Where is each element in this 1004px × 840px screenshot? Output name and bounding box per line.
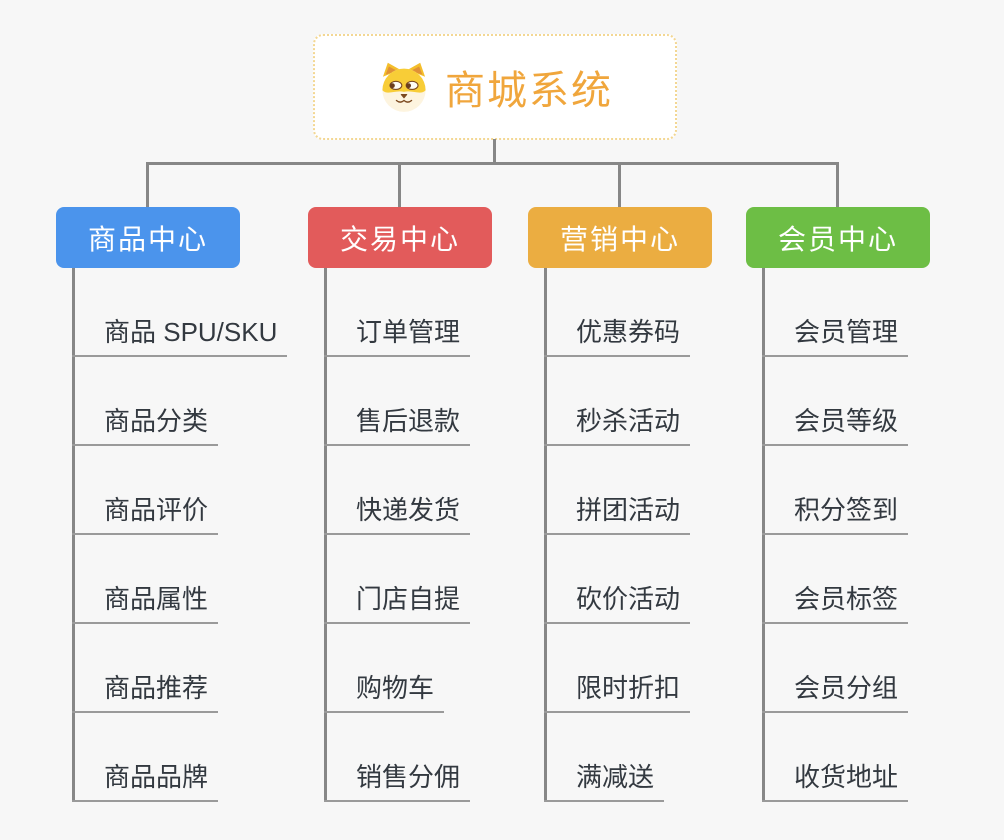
branch-node-member-center[interactable]: 会员中心 [746, 207, 930, 268]
mindmap-leaf-node[interactable]: 商品品牌 [72, 756, 219, 802]
shiba-dog-icon [377, 60, 431, 114]
mindmap-leaf-node[interactable]: 限时折扣 [544, 667, 691, 713]
mindmap-root-node[interactable]: 商城系统 [313, 34, 677, 140]
mindmap-leaf-node[interactable]: 快递发货 [324, 489, 471, 535]
root-title: 商城系统 [445, 69, 613, 113]
connector-drop-line [398, 162, 401, 207]
mindmap-leaf-node[interactable]: 门店自提 [324, 578, 471, 624]
branch-node-product-center[interactable]: 商品中心 [56, 207, 240, 268]
mindmap-leaf-node[interactable]: 商品评价 [72, 489, 219, 535]
mindmap-leaf-node[interactable]: 砍价活动 [544, 578, 691, 624]
mindmap-leaf-node[interactable]: 秒杀活动 [544, 400, 691, 446]
mindmap-leaf-node[interactable]: 购物车 [324, 667, 445, 713]
mindmap-leaf-node[interactable]: 优惠券码 [544, 311, 691, 357]
branch-node-trade-center[interactable]: 交易中心 [308, 207, 492, 268]
connector-drop-line [618, 162, 621, 207]
mindmap-leaf-node[interactable]: 商品推荐 [72, 667, 219, 713]
connector-horizontal [146, 162, 839, 165]
connector-root-stem [493, 139, 496, 165]
mindmap-leaf-node[interactable]: 商品分类 [72, 400, 219, 446]
mindmap-leaf-node[interactable]: 会员等级 [762, 400, 909, 446]
branch-column-member: 会员中心 会员管理 会员等级 积分签到 会员标签 会员分组 收货地址 [746, 207, 1004, 807]
mindmap-leaf-node[interactable]: 会员管理 [762, 311, 909, 357]
mindmap-leaf-node[interactable]: 售后退款 [324, 400, 471, 446]
mindmap-leaf-node[interactable]: 会员分组 [762, 667, 909, 713]
mindmap-leaf-node[interactable]: 会员标签 [762, 578, 909, 624]
mindmap-leaf-node[interactable]: 收货地址 [762, 756, 909, 802]
branch-node-marketing-center[interactable]: 营销中心 [528, 207, 712, 268]
branch-column-marketing: 营销中心 优惠券码 秒杀活动 拼团活动 砍价活动 限时折扣 满减送 [528, 207, 788, 807]
mindmap-leaf-node[interactable]: 商品属性 [72, 578, 219, 624]
connector-drop-line [836, 162, 839, 207]
mindmap-leaf-node[interactable]: 拼团活动 [544, 489, 691, 535]
mindmap-leaf-node[interactable]: 满减送 [544, 756, 665, 802]
mindmap-leaf-node[interactable]: 商品 SPU/SKU [72, 311, 288, 357]
connector-drop-line [146, 162, 149, 207]
branch-column-trade: 交易中心 订单管理 售后退款 快递发货 门店自提 购物车 销售分佣 [308, 207, 568, 807]
mindmap-leaf-node[interactable]: 订单管理 [324, 311, 471, 357]
mindmap-leaf-node[interactable]: 销售分佣 [324, 756, 471, 802]
branch-column-product: 商品中心 商品 SPU/SKU 商品分类 商品评价 商品属性 商品推荐 商品品牌 [56, 207, 316, 807]
mindmap-leaf-node[interactable]: 积分签到 [762, 489, 909, 535]
